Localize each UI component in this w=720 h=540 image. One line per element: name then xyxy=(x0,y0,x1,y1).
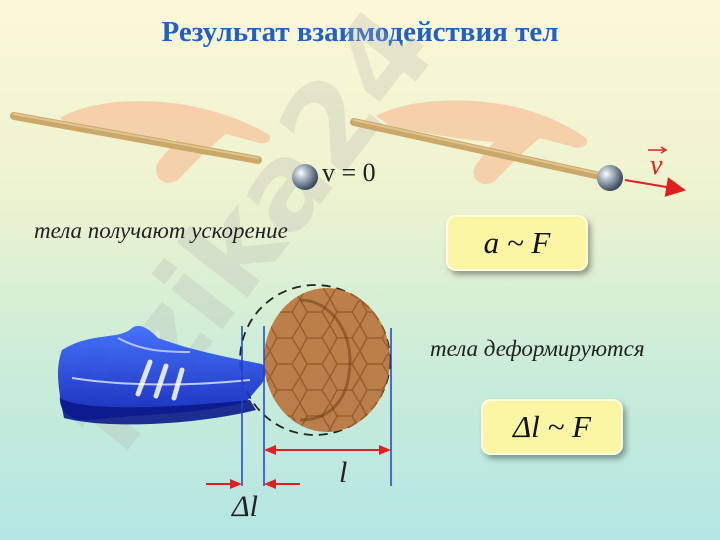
acceleration-caption: тела получают ускорение xyxy=(34,218,288,243)
moving-velocity-label: v xyxy=(650,150,663,181)
deformation-formula-box: Δl ~ F xyxy=(481,399,623,455)
left-hand-with-cue xyxy=(10,101,271,183)
delta-length-label: Δl xyxy=(232,490,258,523)
right-hand-with-cue xyxy=(350,100,604,184)
deformation-formula: Δl ~ F xyxy=(512,409,591,444)
length-arrow xyxy=(264,445,391,455)
length-label: l xyxy=(339,456,348,489)
velocity-arrow xyxy=(624,177,686,197)
deformed-ball xyxy=(264,288,390,432)
shoe xyxy=(58,325,266,425)
measurement-lines xyxy=(241,326,392,486)
ball-moving xyxy=(597,165,623,191)
acceleration-formula: a ~ F xyxy=(483,225,551,260)
deformation-caption: тела деформируются xyxy=(430,336,645,361)
acceleration-formula-box: a ~ F xyxy=(446,215,588,271)
delta-arrows xyxy=(206,479,300,489)
ball-at-rest xyxy=(292,164,318,190)
rest-velocity-label: v = 0 xyxy=(322,158,376,187)
page-title: Результат взаимодействия тел xyxy=(161,16,559,48)
